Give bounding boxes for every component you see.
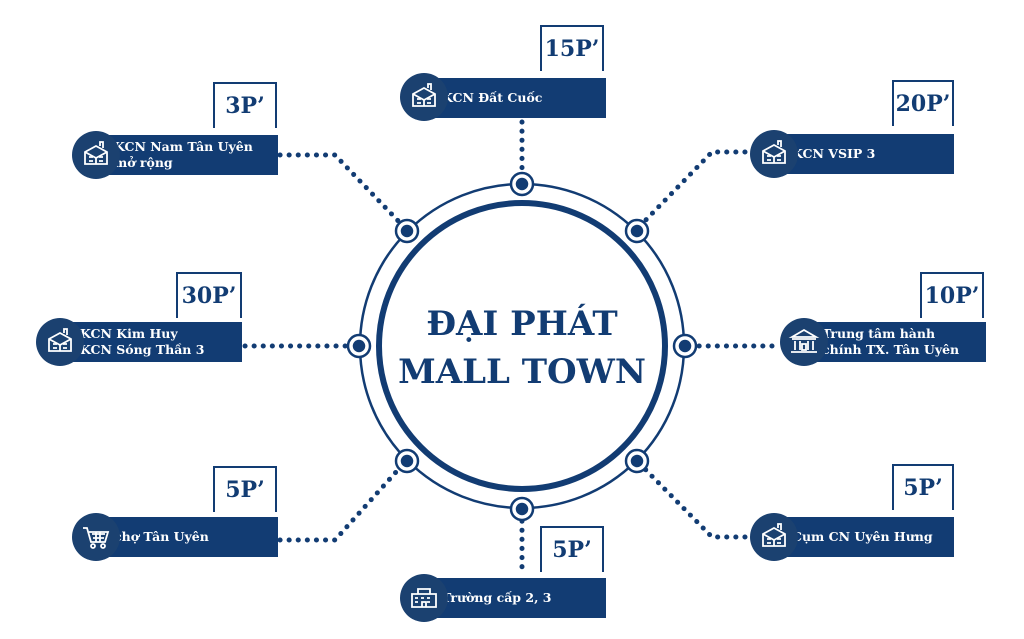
ring-node-top xyxy=(509,171,535,197)
travel-time-badge: 3P’ xyxy=(213,82,277,128)
ring-node-bottom-right xyxy=(624,448,650,474)
travel-time-badge: 20P’ xyxy=(892,80,954,126)
travel-time-badge: 5P’ xyxy=(892,464,954,510)
factory-icon xyxy=(36,318,84,366)
factory-icon xyxy=(750,513,798,561)
ring-node-bottom xyxy=(509,496,535,522)
ring-node-top-left xyxy=(394,218,420,244)
connector-bottom-right xyxy=(635,459,748,540)
destination-label-line: Trung tâm hành xyxy=(822,326,936,341)
ring-node-left xyxy=(346,333,372,359)
destination-label-line: Cụm CN Uyên Hưng xyxy=(792,529,933,544)
destination-label-line: KCN Sóng Thần 3 xyxy=(80,342,205,357)
destination-label: KCN Nam Tân Uyên mở rộng xyxy=(96,135,278,175)
destination-label-line: chợ Tân Uyên xyxy=(114,529,209,544)
ring-node-right xyxy=(672,333,698,359)
project-title: ĐẠI PHÁT MALL TOWN xyxy=(372,300,672,396)
destination-label: KCN Đất Cuốc xyxy=(424,78,606,118)
destination-label-line: KCN VSIP 3 xyxy=(792,146,876,161)
connector-bottom-left xyxy=(277,459,408,543)
project-title-line-2: MALL TOWN xyxy=(398,352,646,392)
destination-label: KCN Kim Huy KCN Sóng Thần 3 xyxy=(62,322,242,362)
destination-label-line: Trường cấp 2, 3 xyxy=(442,590,552,605)
project-title-line-1: ĐẠI PHÁT xyxy=(426,304,618,344)
destination-label-line: KCN Đất Cuốc xyxy=(442,90,543,105)
shopping-cart-icon xyxy=(72,513,120,561)
factory-icon xyxy=(400,73,448,121)
destination-label-line: chính TX. Tân Uyên xyxy=(822,342,960,357)
travel-time-badge: 15P’ xyxy=(540,25,604,71)
destination-label-line: KCN Kim Huy xyxy=(80,326,178,341)
factory-icon xyxy=(750,130,798,178)
travel-time-badge: 5P’ xyxy=(540,526,604,572)
travel-time-badge: 30P’ xyxy=(176,272,242,318)
ring-node-bottom-left xyxy=(394,448,420,474)
school-icon xyxy=(400,574,448,622)
destination-label: chợ Tân Uyên xyxy=(96,517,278,557)
travel-time-badge: 10P’ xyxy=(920,272,984,318)
travel-time-badge: 5P’ xyxy=(213,466,277,512)
government-building-icon xyxy=(780,318,828,366)
destination-label-line: KCN Nam Tân Uyên xyxy=(114,139,253,154)
connector-top-right xyxy=(635,149,748,231)
factory-icon xyxy=(72,131,120,179)
connector-top-left xyxy=(277,152,408,231)
destination-label: Trung tâm hành chính TX. Tân Uyên xyxy=(804,322,986,362)
destination-label: Cụm CN Uyên Hưng xyxy=(774,517,954,557)
destination-label: Trường cấp 2, 3 xyxy=(424,578,606,618)
ring-node-top-right xyxy=(624,218,650,244)
inner-ring xyxy=(376,200,668,492)
destination-label: KCN VSIP 3 xyxy=(774,134,954,174)
destination-label-line: mở rộng xyxy=(114,155,173,170)
